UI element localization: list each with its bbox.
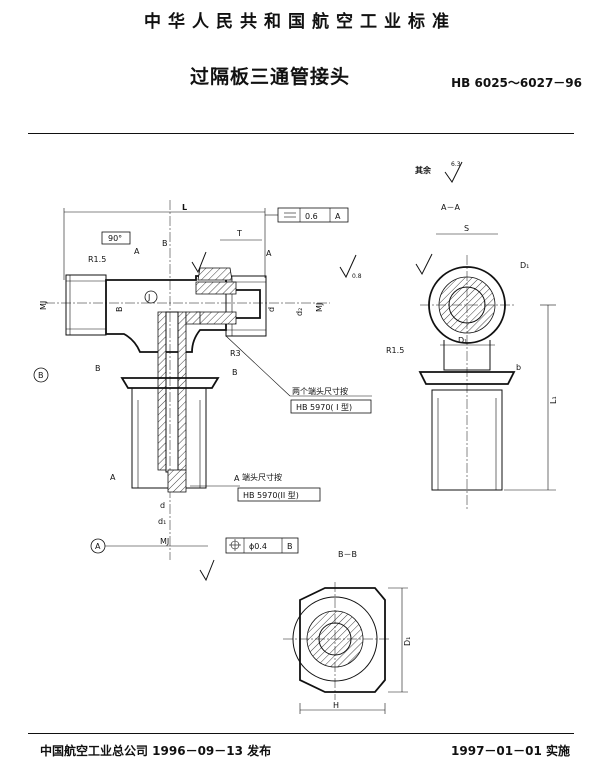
flatness-datum: A <box>335 212 341 221</box>
section-BB-title: B－B <box>338 550 357 559</box>
roughness-0-8: 0.8 <box>352 273 362 280</box>
note-two-ends: 两个端头尺寸按 <box>292 386 348 396</box>
roughness-note: 其余 <box>415 165 432 175</box>
note-two-ends-ref: HB 5970( I 型) <box>296 403 352 412</box>
section-A-bottom-right: A <box>234 474 240 483</box>
roughness-6-3: 6.3 <box>451 161 461 168</box>
stem-AA <box>431 389 503 491</box>
tee-body <box>105 275 261 353</box>
dim-d2: d₂ <box>295 308 304 316</box>
dim-MJ-right: MJ <box>315 303 324 312</box>
section-A-top-left: A <box>134 247 140 256</box>
dim-L1: L₁ <box>549 396 558 404</box>
section-B-left: B <box>95 364 101 373</box>
radius-AA: R1.5 <box>386 346 404 355</box>
dim-MJ-bottom: MJ <box>160 537 169 546</box>
datum-B-marker <box>33 367 49 383</box>
issue-date: 中国航空工业总公司 1996－09－13 发布 <box>40 744 272 758</box>
radius-label-1: R1.5 <box>88 255 106 264</box>
dim-MJ-left: MJ <box>39 301 48 310</box>
dim-D1-AA-top: D₁ <box>520 261 529 270</box>
left-thread-end <box>65 274 107 336</box>
note-end: 端头尺寸按 <box>242 472 282 482</box>
section-AA-title: A－A <box>441 203 460 212</box>
dim-d1-bottom: d₁ <box>158 517 166 526</box>
detail-J-marker <box>144 290 158 304</box>
dim-H: H <box>333 701 339 710</box>
dim-d: d <box>267 307 276 312</box>
datum-A-label: A <box>95 542 101 551</box>
dim-S: S <box>464 224 469 233</box>
section-B-right: B <box>232 368 238 377</box>
angle-box <box>101 231 131 245</box>
standard-header: 中华人民共和国航空工业标准 <box>144 12 456 32</box>
position-value: ϕ0.4 <box>249 542 267 551</box>
dim-T-label: T <box>236 229 242 238</box>
radius-label-3: R3 <box>230 349 241 358</box>
note-end-ref: HB 5970(II 型) <box>243 491 299 500</box>
section-A-bottom-left: A <box>110 473 116 482</box>
dim-L-label: L <box>182 203 187 212</box>
flatness-value: 0.6 <box>305 212 318 221</box>
right-thread-end <box>225 275 267 337</box>
section-AA-view: 其余 6.3 A－A S D₁ D₁ R1.5 b L₁ <box>386 161 558 510</box>
hex-outline-BB <box>299 587 386 693</box>
dim-B-top: B <box>162 239 168 248</box>
section-BB-view: B－B H D₁ <box>283 550 412 714</box>
dim-d-bottom: d <box>160 501 165 510</box>
dim-b: b <box>516 363 521 372</box>
document-code: HB 6025～6027－96 <box>451 76 582 90</box>
position-datum: B <box>287 542 293 551</box>
effective-date: 1997－01－01 实施 <box>451 744 570 758</box>
section-A-top-right: A <box>266 249 272 258</box>
main-view: L 0.6 A T 90° R1.5 A B A MJ B J d d₂ MJ … <box>33 200 372 582</box>
dim-D1-BB: D₁ <box>403 637 412 646</box>
dim-B-vertical: B <box>115 307 124 313</box>
angle-value: 90° <box>108 234 122 243</box>
bottom-rule <box>28 733 574 734</box>
document-title: 过隔板三通管接头 <box>190 66 351 88</box>
detail-J-label: J <box>147 293 150 302</box>
datum-B-label: B <box>38 371 44 380</box>
flange <box>120 377 220 389</box>
flange-AA <box>418 371 516 385</box>
dim-D1-AA: D₁ <box>458 336 467 345</box>
top-rule <box>28 133 574 134</box>
